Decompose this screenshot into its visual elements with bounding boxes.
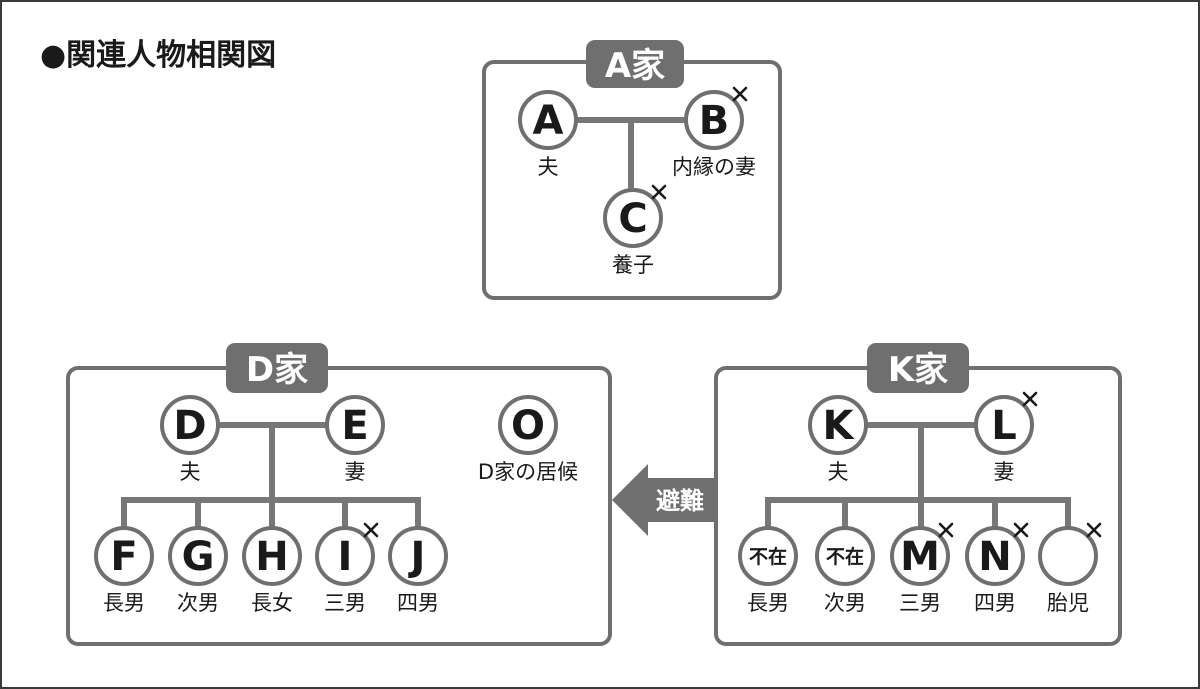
person-c: C 養子 (603, 184, 667, 277)
person-role: 長女 (251, 591, 293, 615)
person-m: M 三男 (890, 522, 954, 615)
deceased-x-icon (1022, 391, 1038, 407)
person-role: 次男 (177, 591, 219, 615)
person-f: F 長男 (94, 526, 154, 615)
family-tab-d (226, 343, 328, 393)
person-role: 長男 (747, 591, 789, 615)
person-letter: H (255, 534, 288, 580)
person-circle (684, 90, 744, 150)
person-circle (498, 395, 558, 455)
person-circle (94, 526, 154, 586)
person-e: E妻 (325, 395, 385, 484)
deceased-x-icon (732, 86, 748, 102)
evacuation-arrow (612, 464, 716, 536)
person-role: 妻 (994, 460, 1015, 484)
person-circle (388, 526, 448, 586)
person-circle (315, 526, 375, 586)
person-d: D夫 (160, 395, 220, 484)
connector-lines (121, 117, 1071, 528)
person-circle (242, 526, 302, 586)
sibling-line-d (121, 497, 421, 527)
person-circle (815, 526, 875, 586)
deceased-x-icon (1086, 522, 1102, 538)
family-tab-a (586, 40, 684, 88)
person-letter: E (341, 403, 368, 449)
person-role: 夫 (180, 460, 201, 484)
person-letter: 不在 (826, 545, 864, 568)
person-role: 四男 (397, 591, 439, 615)
person-role: 夫 (538, 155, 559, 179)
person-nodes: A夫B内縁の妻C養子D夫E妻OD家の居候F長男G次男H長女I三男J四男K夫L妻不… (94, 86, 1102, 615)
person-circle (808, 395, 868, 455)
person-h: H 長女 (242, 526, 302, 615)
person-l: L妻 (974, 391, 1038, 484)
person-fetus: 胎児 (1038, 522, 1102, 615)
deceased-x-icon (363, 522, 379, 538)
person-letter: I (338, 534, 353, 580)
person-circle (518, 90, 578, 150)
person-role: 三男 (324, 591, 366, 615)
person-letter: C (618, 196, 647, 242)
person-letter: F (110, 534, 137, 580)
person-role: 夫 (828, 460, 849, 484)
person-circle (890, 526, 950, 586)
person-circle (974, 395, 1034, 455)
person-role: D家の居候 (478, 460, 578, 484)
family-label-a: A家 (605, 46, 665, 86)
person-role: 次男 (824, 591, 866, 615)
person-k: K夫 (808, 395, 868, 484)
person-role: 三男 (899, 591, 941, 615)
person-circle (965, 526, 1025, 586)
family-label-k: K家 (888, 350, 948, 390)
deceased-x-icon (1013, 522, 1029, 538)
person-circle (160, 395, 220, 455)
person-j: J 四男 (388, 526, 448, 615)
person-letter: N (978, 534, 1011, 580)
page-title: ●関連人物相関図 (40, 38, 276, 73)
person-circle (603, 188, 663, 248)
person-role: 妻 (345, 460, 366, 484)
person-g: G 次男 (168, 526, 228, 615)
person-o: O D家の居候 (478, 395, 578, 484)
person-letter: B (699, 98, 730, 144)
person-letter: A (533, 98, 564, 144)
person-letter: K (823, 403, 856, 449)
deceased-x-icon (938, 522, 954, 538)
family-tab-k (867, 343, 969, 393)
person-circle (738, 526, 798, 586)
person-role: 養子 (612, 253, 654, 277)
person-role: 長男 (103, 591, 145, 615)
deceased-x-icon (651, 184, 667, 200)
person-a: A夫 (518, 90, 578, 179)
person-n: N 四男 (965, 522, 1029, 615)
person-letter: O (511, 403, 545, 449)
person-role: 胎児 (1047, 591, 1089, 615)
person-letter: J (408, 534, 426, 580)
person-letter: M (900, 534, 940, 580)
person-role: 四男 (974, 591, 1016, 615)
person-circle (168, 526, 228, 586)
evacuation-label: 避難 (656, 487, 704, 515)
person-role: 内縁の妻 (672, 155, 756, 179)
person-i: I 三男 (315, 522, 379, 615)
person-letter: D (173, 403, 206, 449)
person-circle (325, 395, 385, 455)
sibling-line-k (765, 497, 1071, 527)
person-letter: G (182, 534, 215, 580)
family-label-d: D家 (246, 350, 308, 390)
person-letter: 不在 (749, 545, 787, 568)
person-letter: L (991, 403, 1017, 449)
person-b: B 内縁の妻 (672, 86, 756, 179)
person-circle (1038, 526, 1098, 586)
